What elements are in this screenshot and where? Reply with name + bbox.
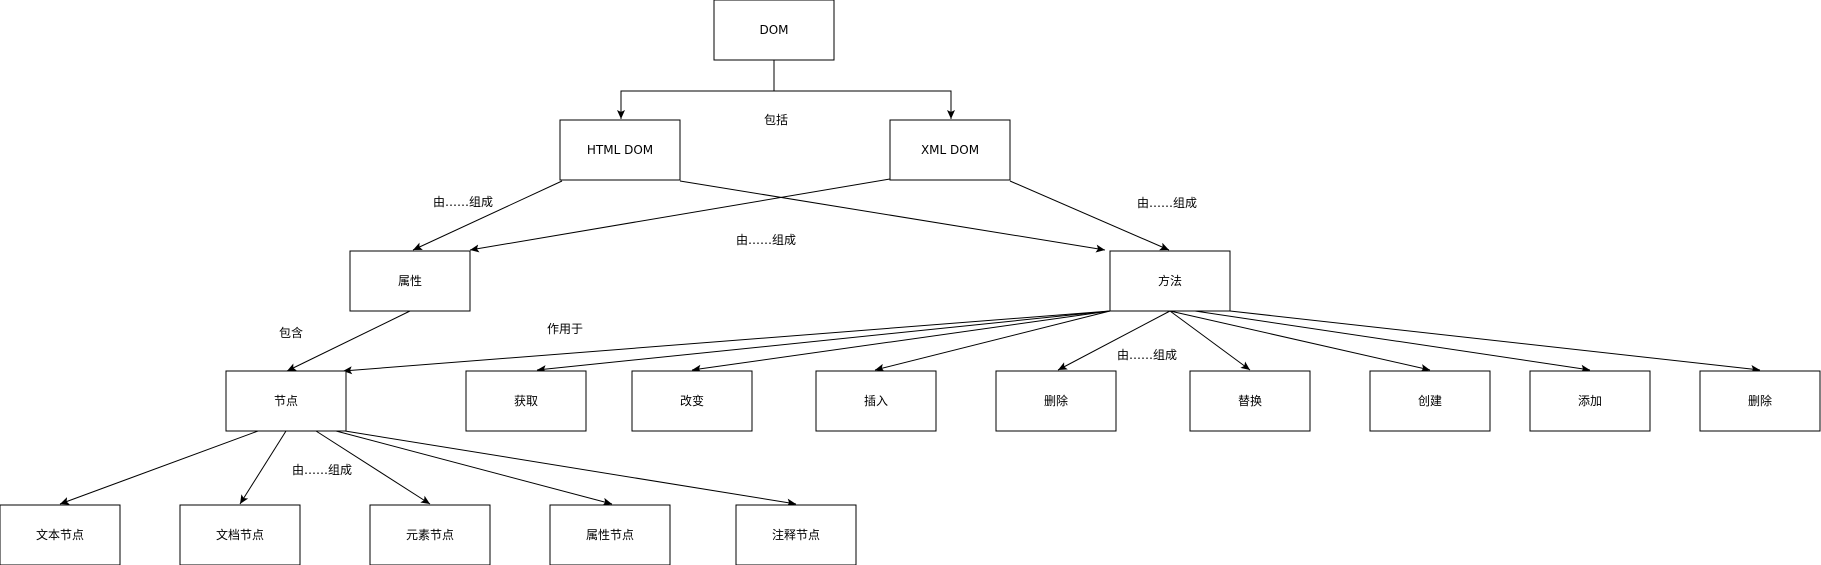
edge-methods-to-delete-1 [1057, 310, 1171, 371]
edge-xml-dom-to-methods [1009, 180, 1170, 251]
node-element-node[interactable]: 元素节点 [369, 504, 491, 565]
node-element-node-label: 元素节点 [406, 528, 454, 542]
node-change[interactable]: 改变 [631, 370, 753, 432]
node-xml-dom[interactable]: XML DOM [889, 119, 1011, 181]
edge-label-composed-of-right: 由……组成 [1137, 196, 1197, 210]
node-delete-2[interactable]: 删除 [1699, 370, 1821, 432]
node-html-dom-label: HTML DOM [587, 143, 653, 157]
edge-nodes-to-document-node [239, 430, 287, 505]
node-document-node-label: 文档节点 [216, 527, 264, 542]
edge-xml-dom-to-attributes [469, 178, 891, 253]
node-change-label: 改变 [680, 393, 704, 408]
node-comment-node-label: 注释节点 [772, 527, 820, 542]
node-delete-2-label: 删除 [1748, 393, 1772, 408]
edge-nodes-to-element-node [315, 430, 431, 505]
node-attributes-label: 属性 [398, 274, 422, 288]
node-methods[interactable]: 方法 [1109, 250, 1231, 312]
edge-label-includes: 包括 [764, 112, 788, 127]
node-add[interactable]: 添加 [1529, 370, 1651, 432]
node-dom[interactable]: DOM [713, 0, 835, 61]
node-insert[interactable]: 插入 [815, 370, 937, 432]
node-html-dom[interactable]: HTML DOM [559, 119, 681, 181]
edge-label-composed-of-left: 由……组成 [433, 195, 493, 209]
node-document-node[interactable]: 文档节点 [179, 504, 301, 565]
node-replace[interactable]: 替换 [1189, 370, 1311, 432]
edge-html-dom-to-methods [679, 180, 1106, 253]
node-replace-label: 替换 [1238, 394, 1262, 408]
edge-label-composed-of-methods: 由……组成 [1117, 348, 1177, 362]
edges [59, 60, 1761, 507]
edge-methods-to-change [691, 310, 1111, 373]
node-dom-label: DOM [759, 23, 788, 37]
edge-labels: 包括 由……组成 由……组成 由……组成 包含 作用于 由……组成 由……组成 [279, 112, 1197, 477]
node-get-label: 获取 [514, 394, 538, 408]
node-delete-1-label: 删除 [1044, 393, 1068, 408]
node-add-label: 添加 [1578, 394, 1602, 408]
node-text-node-label: 文本节点 [36, 527, 84, 542]
edge-html-dom-to-attributes [412, 180, 563, 251]
node-xml-dom-label: XML DOM [921, 143, 979, 157]
node-text-node[interactable]: 文本节点 [0, 504, 121, 565]
edge-attributes-to-nodes [286, 310, 411, 372]
node-attributes[interactable]: 属性 [349, 250, 471, 312]
node-delete-1[interactable]: 删除 [995, 370, 1117, 432]
edge-methods-to-nodes [342, 310, 1111, 375]
edge-label-contains: 包含 [279, 325, 303, 340]
node-nodes[interactable]: 节点 [225, 370, 347, 432]
node-attribute-node[interactable]: 属性节点 [549, 504, 671, 565]
edge-dom-to-xml-dom [773, 60, 955, 119]
node-create-label: 创建 [1418, 394, 1442, 408]
edge-label-composed-of-center: 由……组成 [736, 233, 796, 247]
edge-nodes-to-text-node [59, 430, 259, 505]
edge-nodes-to-comment-node [344, 430, 797, 507]
node-attribute-node-label: 属性节点 [586, 528, 634, 542]
edge-methods-to-get [536, 310, 1111, 374]
edge-nodes-to-attribute-node [335, 430, 613, 506]
edge-label-acts-on: 作用于 [547, 322, 583, 336]
edge-label-composed-of-nodes: 由……组成 [292, 463, 352, 477]
node-nodes-label: 节点 [274, 394, 298, 408]
node-create[interactable]: 创建 [1369, 370, 1491, 432]
node-insert-label: 插入 [864, 394, 888, 408]
edge-methods-to-replace [1169, 310, 1251, 371]
edge-methods-to-add [1194, 310, 1591, 373]
edge-methods-to-insert [874, 310, 1111, 372]
node-comment-node[interactable]: 注释节点 [735, 504, 857, 565]
edge-methods-to-delete-2 [1229, 310, 1761, 373]
edge-dom-to-html-dom [617, 60, 775, 119]
node-get[interactable]: 获取 [465, 370, 587, 432]
edge-methods-to-create [1169, 310, 1431, 372]
node-methods-label: 方法 [1158, 273, 1182, 288]
